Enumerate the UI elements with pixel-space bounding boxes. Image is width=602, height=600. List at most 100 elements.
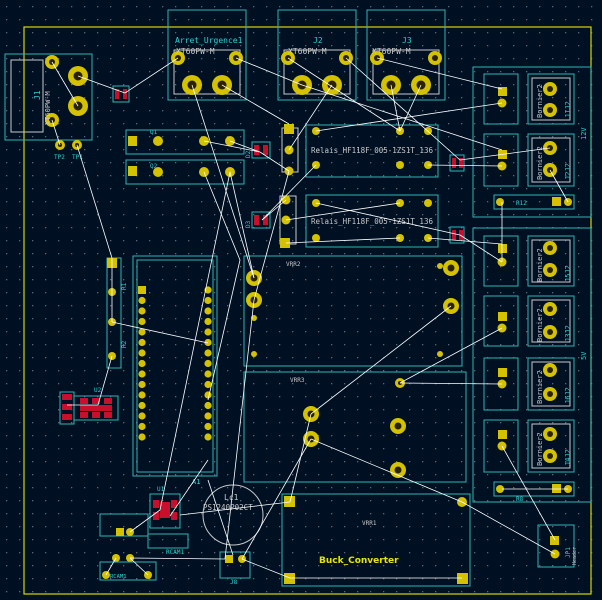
a1-pin[interactable] — [138, 370, 146, 378]
a1-pin[interactable] — [138, 349, 146, 357]
bornier-j2j2-label: J2J2 — [564, 163, 572, 180]
a1-pin[interactable] — [204, 422, 212, 431]
a1-pin[interactable] — [138, 433, 146, 441]
label-lc1: Lc1 — [224, 493, 239, 502]
label-q2: Q2 — [150, 163, 158, 170]
smd-d5[interactable] — [449, 226, 465, 244]
bornier-j1j2[interactable]: Bornier2 J1J2 — [483, 73, 575, 125]
label-relay1: Relais_HF118F_005-1ZS1T_1 — [311, 146, 424, 155]
a1-pin[interactable] — [204, 391, 212, 399]
bornier-j4j2-label: J4J2 — [564, 449, 572, 466]
resistor-r8[interactable]: R8 — [493, 481, 575, 503]
label-relay1-suffix: 36 — [424, 146, 434, 155]
module-a1[interactable]: A1 — [132, 255, 218, 486]
resistor-r12[interactable]: R12 — [493, 194, 575, 210]
label-j1-part: XT60PW-M — [44, 91, 52, 125]
label-rcam1: RCAM1 — [166, 549, 184, 556]
smd-c1[interactable] — [59, 391, 75, 425]
ratsnest — [51, 57, 569, 579]
label-d2: D2 — [245, 150, 252, 158]
a1-pin[interactable] — [204, 401, 212, 410]
label-j2: J2 — [313, 36, 323, 45]
a1-pin[interactable] — [204, 307, 212, 315]
bornier-j1j2-label: J1J2 — [564, 101, 572, 118]
bornier-j3j2-word: Bornier2 — [536, 308, 544, 342]
label-d3: D3 — [245, 220, 252, 228]
a1-pin[interactable] — [204, 296, 212, 305]
label-rcam1-b: RCAM1 — [110, 574, 127, 580]
a1-pin[interactable] — [138, 380, 146, 389]
label-j1: J1 — [33, 90, 42, 100]
label-j3: J3 — [402, 36, 412, 45]
label-jp1: JP1 — [565, 547, 572, 558]
a1-pin[interactable] — [138, 412, 146, 420]
bornier-j5j2-word: Bornier2 — [536, 248, 544, 282]
label-tp2: TP2 — [54, 154, 65, 161]
a1-pin[interactable] — [204, 338, 212, 347]
bornier-group-5v: 5V — [472, 227, 592, 503]
a1-pin[interactable] — [204, 349, 212, 357]
label-tp1: TP1 — [72, 154, 83, 161]
a1-pin[interactable] — [204, 433, 212, 441]
a1-pin[interactable] — [204, 328, 212, 336]
a1-pin[interactable] — [138, 307, 146, 315]
regulator-vrr2[interactable]: VRR2 — [243, 255, 463, 367]
a1-pin[interactable] — [204, 380, 212, 389]
label-vrr1: VRR1 — [362, 520, 377, 527]
label-5v: 5V — [580, 351, 588, 360]
label-xt60-a: XT60PW-M — [176, 47, 215, 56]
smd-d3[interactable]: D3 — [245, 211, 271, 229]
smd-d4[interactable] — [449, 154, 465, 172]
bornier-j6j2[interactable]: Bornier2 J6J2 — [483, 357, 575, 411]
bornier-j6j2-word: Bornier2 — [536, 370, 544, 404]
bornier-group-12v: 12V — [472, 66, 592, 218]
a1-pin[interactable] — [138, 359, 146, 368]
label-a1: A1 — [192, 478, 200, 486]
label-vrr2: VRR2 — [286, 261, 301, 268]
relay-2[interactable]: Relais_HF118F_005-1ZS1T_1 36 — [279, 194, 439, 248]
bornier-j2j2-word: Bornier2 — [536, 146, 544, 180]
bornier-j5j2[interactable]: Bornier2 J5J2 — [483, 235, 575, 287]
label-ps1240: PS1240P02CT — [203, 503, 253, 512]
label-jp1-sub: Header — [572, 547, 578, 565]
smd-diode-d1[interactable] — [112, 85, 130, 103]
a1-pin[interactable] — [138, 317, 146, 326]
label-relay2: Relais_HF118F_005-1ZS1T_1 — [311, 217, 424, 226]
label-r8: R8 — [516, 496, 524, 503]
a1-pin[interactable] — [138, 286, 146, 294]
ic-u2[interactable]: U2 — [73, 387, 119, 421]
label-j2-part: XT60PW-M — [288, 47, 327, 56]
label-r1: R1 — [121, 282, 128, 290]
connector-j1[interactable]: J1 XT60PW-M TP2 TP1 — [4, 53, 93, 161]
ic-u1[interactable]: U1 — [149, 486, 181, 529]
label-r2: R2 — [121, 340, 128, 348]
a1-pin[interactable] — [204, 317, 212, 326]
a1-pin[interactable] — [204, 412, 212, 420]
relay-1[interactable]: Relais_HF118F_005-1ZS1T_1 36 — [281, 124, 439, 178]
label-j3-part: XT60PW-M — [372, 47, 411, 56]
a1-pin[interactable] — [138, 338, 146, 347]
bornier-j3j2-label: J3J2 — [564, 325, 572, 342]
transistor-q2[interactable]: Q2 — [125, 159, 245, 185]
a1-pin[interactable] — [138, 422, 146, 431]
label-arret-urgence: Arret_Urgence1 — [175, 36, 243, 45]
bornier-j5j2-label: J5J2 — [564, 265, 572, 282]
a1-pin[interactable] — [138, 391, 146, 399]
label-12v: 12V — [580, 127, 588, 140]
label-u2: U2 — [94, 387, 102, 394]
label-relay2-suffix: 36 — [424, 217, 434, 226]
a1-pin[interactable] — [138, 401, 146, 410]
bornier-j6j2-label: J6J2 — [564, 387, 572, 404]
bornier-j3j2[interactable]: Bornier2 J3J2 — [483, 295, 575, 347]
bornier-j4j2-word: Bornier2 — [536, 432, 544, 466]
smd-d2[interactable]: D2 — [245, 141, 271, 159]
a1-pin[interactable] — [138, 328, 146, 336]
a1-pin[interactable] — [204, 370, 212, 378]
label-u1: U1 — [157, 486, 165, 493]
label-j8: J8 — [230, 579, 238, 586]
a1-pin[interactable] — [138, 296, 146, 305]
label-vrr3: VRR3 — [290, 377, 305, 384]
bornier-j1j2-word: Bornier2 — [536, 84, 544, 118]
a1-pin[interactable] — [204, 359, 212, 368]
